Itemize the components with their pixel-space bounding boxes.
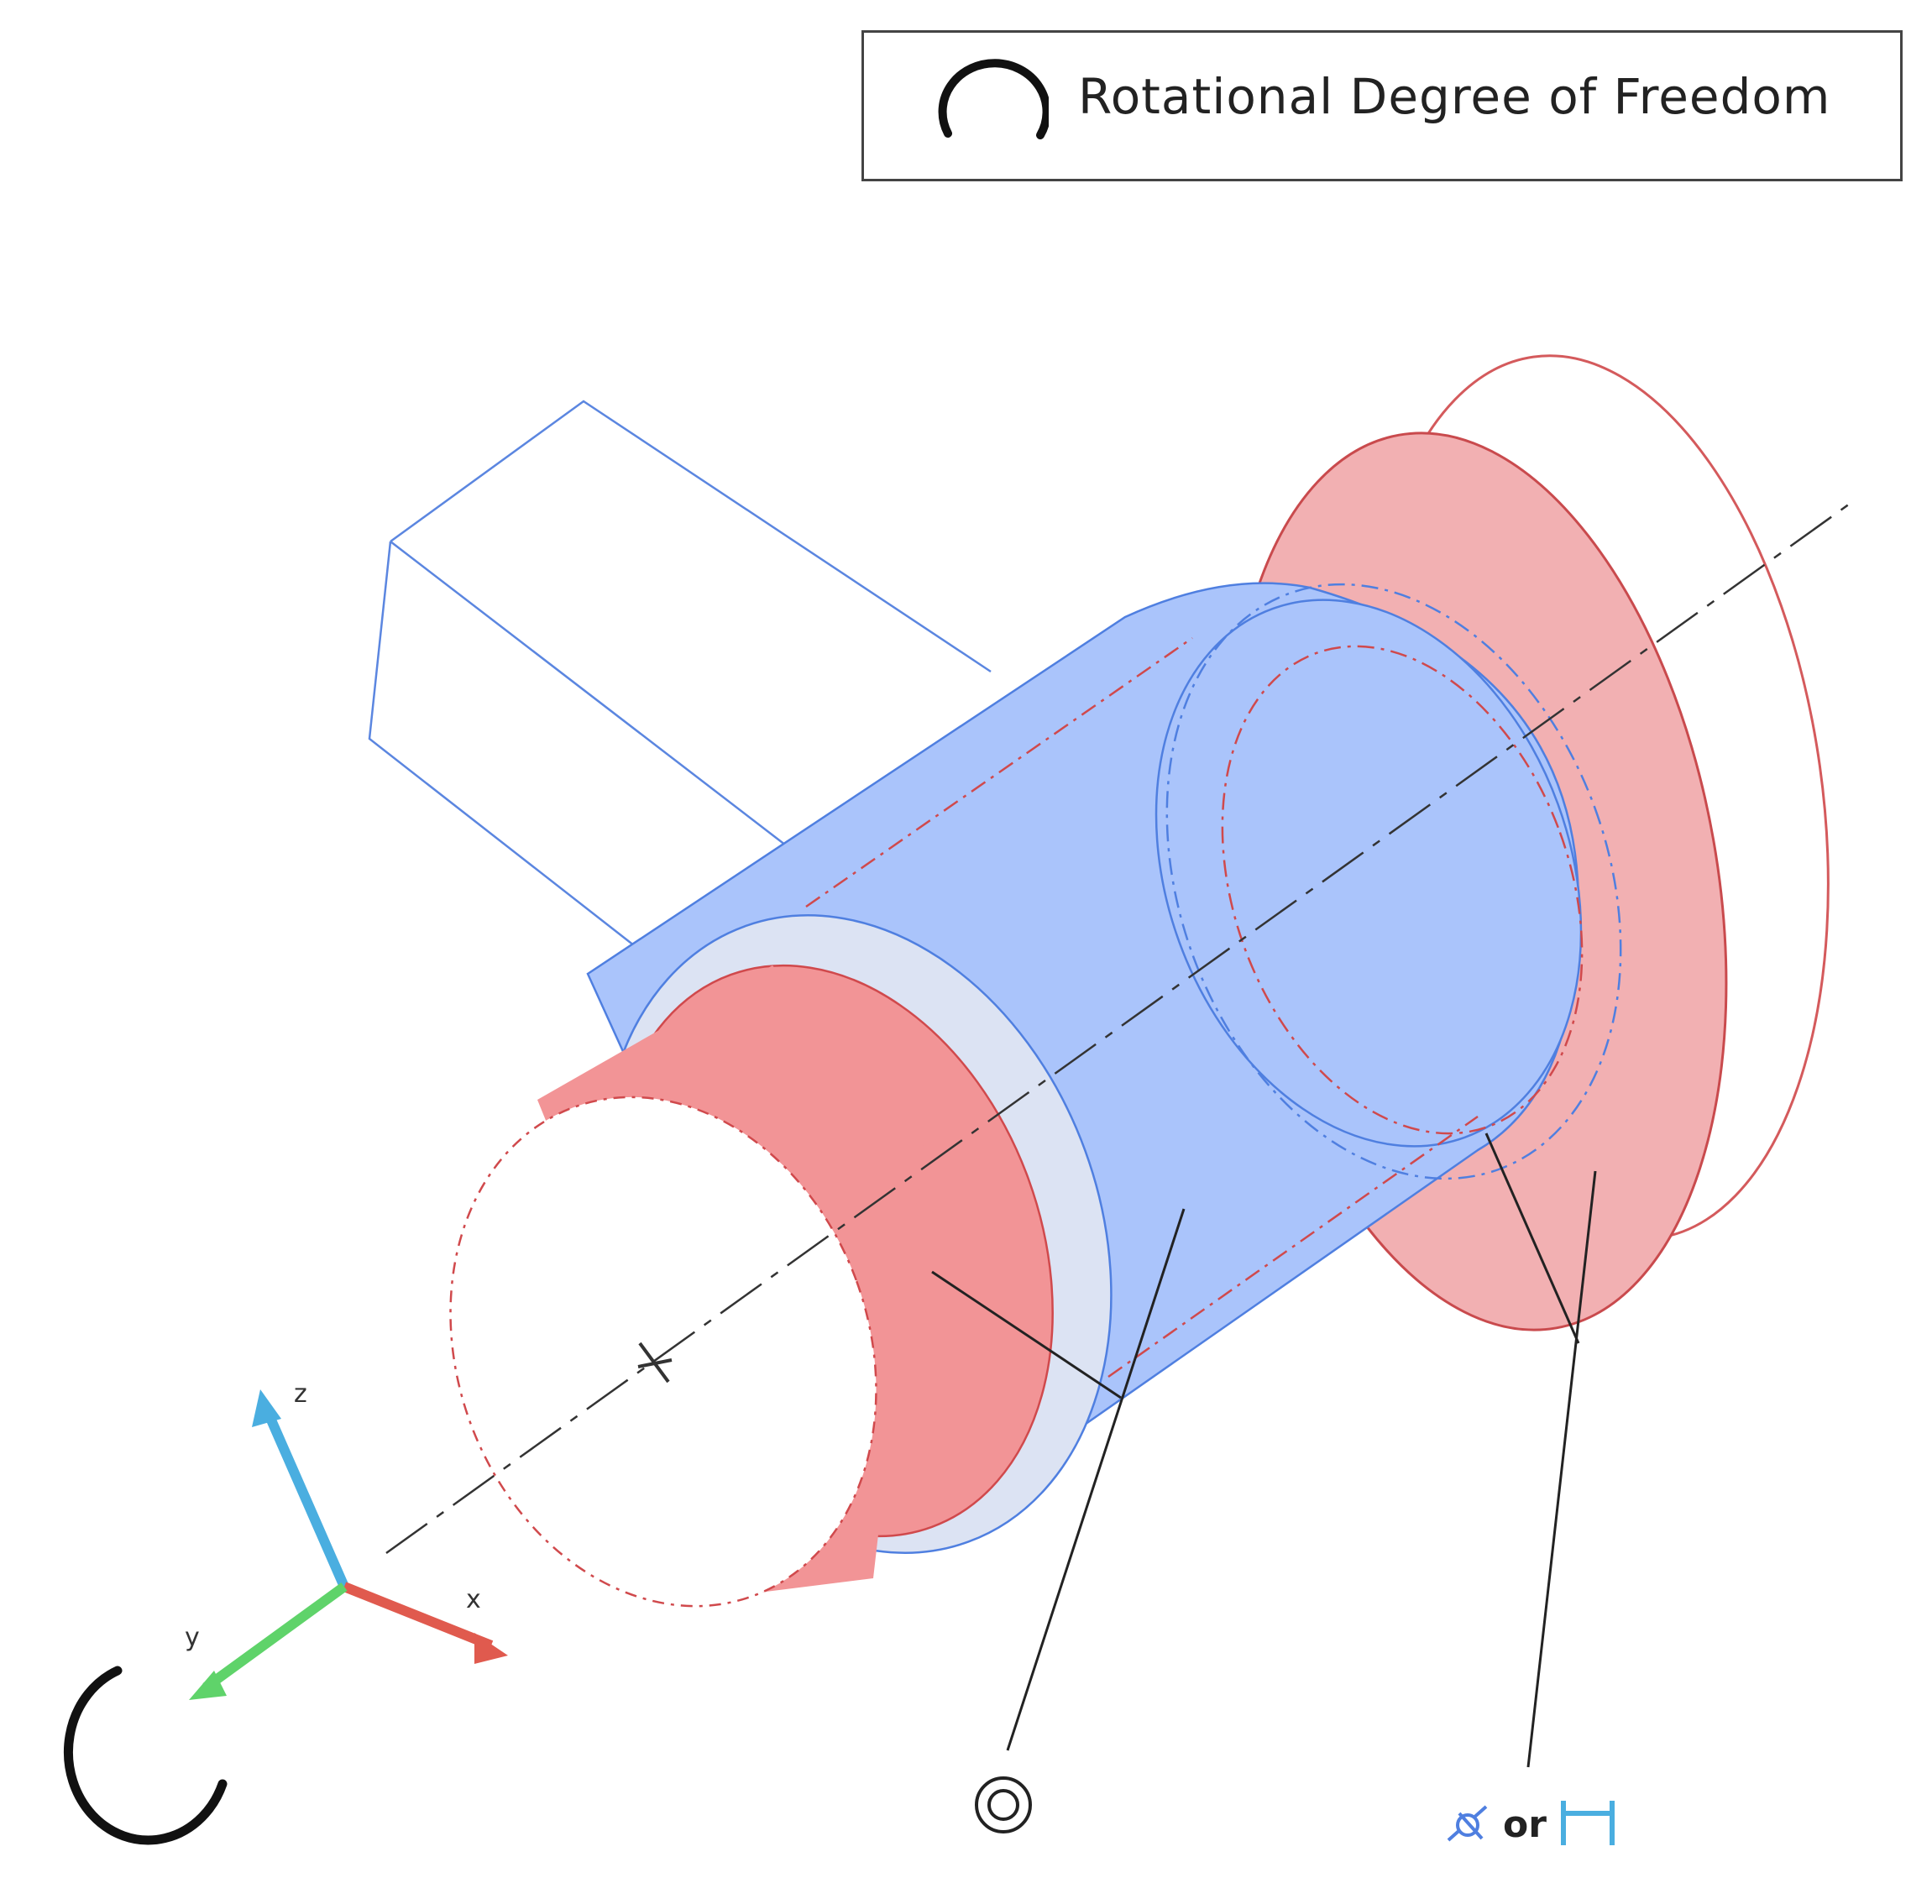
center-cross-mark	[637, 1342, 673, 1384]
y-axis-head	[189, 1671, 227, 1700]
blue-block	[368, 400, 992, 949]
hidden-shaft-edge-top	[805, 636, 1193, 908]
distance-icon	[1561, 1801, 1615, 1845]
z-axis-head	[252, 1389, 281, 1427]
legend-box: Rotational Degree of Freedom	[861, 30, 1903, 181]
axis-triad: z x y	[185, 1379, 508, 1700]
leader-lines	[931, 1132, 1597, 1768]
hidden-shaft-circle	[1221, 645, 1584, 1135]
concentricity-icon	[975, 1776, 1032, 1833]
rotation-arc-icon	[938, 59, 1049, 139]
shaft-front-end	[449, 1096, 877, 1608]
y-axis-label: y	[185, 1623, 200, 1652]
center-axis	[385, 498, 1856, 1555]
rotation-arc-icon	[64, 1666, 228, 1845]
x-axis-arrow	[342, 1582, 494, 1650]
x-axis-label: x	[466, 1585, 481, 1614]
x-axis-head	[474, 1633, 508, 1664]
z-axis-label: z	[294, 1379, 307, 1409]
blue-cylinder-end	[1154, 599, 1583, 1148]
y-axis-arrow	[202, 1582, 348, 1692]
angularity-icon	[1447, 1805, 1488, 1842]
legend-label: Rotational Degree of Freedom	[1078, 68, 1831, 125]
hidden-shaft-edge-bottom	[1107, 1115, 1479, 1378]
hidden-bore-circle	[1165, 583, 1622, 1180]
z-axis-arrow	[262, 1408, 349, 1589]
or-label: or	[1503, 1803, 1547, 1846]
